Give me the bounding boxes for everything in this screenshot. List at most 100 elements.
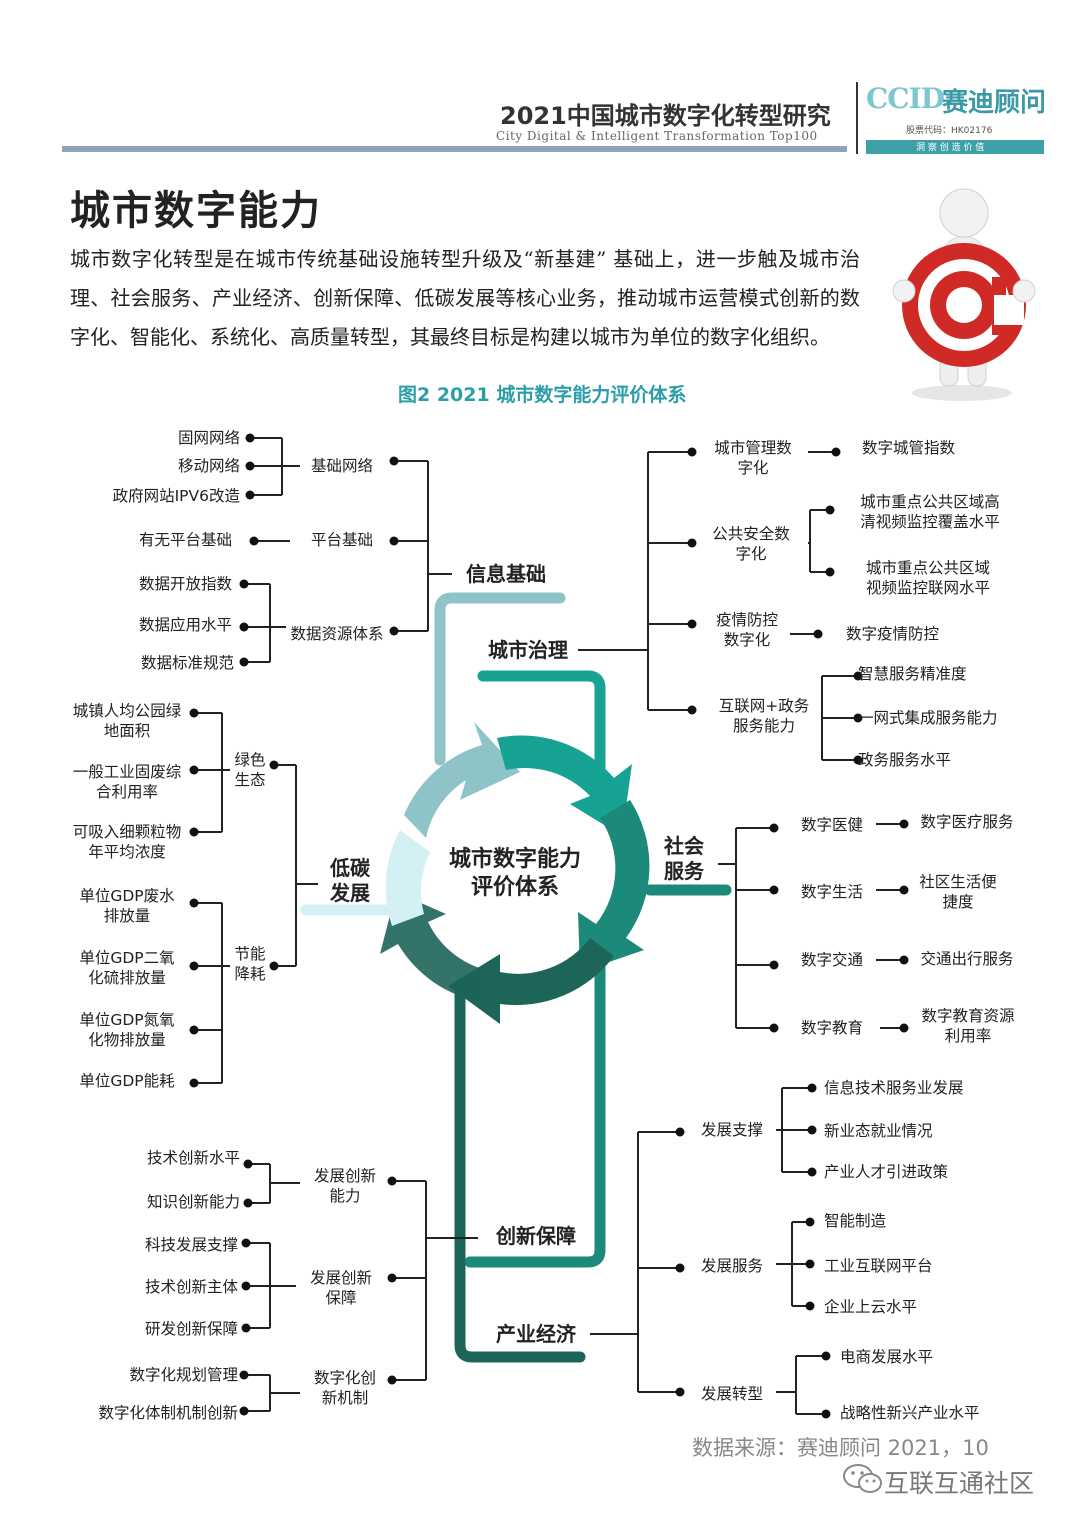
innov-ribbon <box>464 954 606 1268</box>
ccid-logo-name: 赛迪顾问 <box>942 88 1047 118</box>
node-dot <box>189 1025 199 1035</box>
node-dot <box>853 713 863 723</box>
info-item: 数据应用水平 <box>138 616 232 634</box>
dimension-social: 社会 服务 <box>664 834 704 883</box>
node-dot <box>239 579 249 589</box>
node-dot <box>675 1263 685 1273</box>
node-dot <box>189 961 199 971</box>
node-dot <box>769 960 779 970</box>
intro-paragraph: 城市数字化转型是在城市传统基础设施转型升级及“新基建” 基础上，进一步触及城市治… <box>70 247 860 349</box>
gov-item: 城市重点公共区域高 清视频监控覆盖水平 <box>860 493 1000 531</box>
ccid-logo-mark: CCID <box>866 82 945 115</box>
node-dot <box>387 1273 397 1283</box>
node-dot <box>239 622 249 632</box>
gov-item: 政务服务水平 <box>858 751 952 769</box>
node-dot <box>189 827 199 837</box>
watermark: 互联互通社区 <box>884 1469 1035 1498</box>
node-dot <box>899 955 909 965</box>
node-dot <box>825 567 835 577</box>
innov-item: 数字化规划管理 <box>129 1366 238 1384</box>
node-dot <box>825 505 835 515</box>
node-dot <box>389 536 399 546</box>
dimension-econ: 产业经济 <box>496 1322 576 1346</box>
node-dot <box>387 1375 397 1385</box>
gov-item: 数字城管指数 <box>862 439 956 457</box>
social-group-2: 数字交通 <box>800 951 863 969</box>
low-item: 单位GDP氮氧 化物排放量 <box>79 1011 175 1049</box>
innov-item: 研发创新保障 <box>144 1320 238 1338</box>
node-dot <box>805 1217 815 1227</box>
node-dot <box>675 1387 685 1397</box>
gov-group-2: 疫情防控 数字化 <box>715 611 778 649</box>
node-dot <box>687 538 697 548</box>
dimension-gov: 城市治理 <box>488 638 568 662</box>
node-dot <box>807 1167 817 1177</box>
node-dot <box>189 1078 199 1088</box>
node-dot <box>241 1323 251 1333</box>
ccid-registration: 股票代码：HK02176 <box>906 126 993 136</box>
innov-group-1: 发展创新 保障 <box>309 1269 372 1307</box>
innov-item: 数字化体制机制创新 <box>98 1404 238 1422</box>
info-item: 固网网络 <box>177 429 240 447</box>
node-dot <box>899 1023 909 1033</box>
section-title: 城市数字能力 <box>70 188 322 234</box>
node-dot <box>821 1351 831 1361</box>
node-dot <box>245 490 255 500</box>
gov-ribbon <box>477 670 606 776</box>
econ-item: 战略性新兴产业水平 <box>840 1404 980 1422</box>
node-dot <box>389 626 399 636</box>
econ-item: 工业互联网平台 <box>824 1257 933 1275</box>
ccid-slogan-bar <box>866 140 1044 154</box>
node-dot <box>805 1301 815 1311</box>
node-dot <box>389 456 399 466</box>
node-dot <box>243 1198 253 1208</box>
econ-item: 新业态就业情况 <box>824 1122 933 1140</box>
node-dot <box>813 629 823 639</box>
info-item: 有无平台基础 <box>138 531 232 549</box>
social-item: 数字教育资源 利用率 <box>921 1007 1015 1045</box>
header-bar <box>62 146 847 152</box>
gov-group-0: 城市管理数 字化 <box>714 439 792 477</box>
node-dot <box>239 1406 249 1416</box>
node-dot <box>245 461 255 471</box>
node-dot <box>239 1370 249 1380</box>
report-title: 2021中国城市数字化转型研究 <box>500 102 831 130</box>
figure-at-icon <box>892 188 1036 401</box>
node-dot <box>807 1125 817 1135</box>
node-dot <box>899 885 909 895</box>
ccid-slogan: 洞 察 创 造 价 值 <box>916 143 985 153</box>
econ-ribbon <box>454 984 586 1363</box>
social-group-1: 数字生活 <box>800 883 863 901</box>
node-dot <box>821 1409 831 1419</box>
node-dot <box>269 961 279 971</box>
diagram-center-label: 城市数字能力 评价体系 <box>448 847 581 900</box>
low-item: 单位GDP能耗 <box>79 1072 175 1090</box>
low-item: 城镇人均公园绿 地面积 <box>72 702 182 740</box>
node-dot <box>805 1259 815 1269</box>
econ-group-0: 发展支撑 <box>700 1121 763 1139</box>
dimension-innov: 创新保障 <box>496 1224 576 1248</box>
innov-item: 技术创新水平 <box>146 1149 240 1167</box>
node-dot <box>245 433 255 443</box>
node-dot <box>239 657 249 667</box>
node-dot <box>189 708 199 718</box>
figure-title: 图2 2021 城市数字能力评价体系 <box>398 384 687 406</box>
node-dot <box>769 1023 779 1033</box>
gov-item: 数字疫情防控 <box>846 625 940 643</box>
cycle-arrows <box>380 722 650 1024</box>
econ-item: 产业人才引进政策 <box>824 1163 949 1181</box>
dimension-info: 信息基础 <box>466 562 546 586</box>
data-source: 数据来源：赛迪顾问 2021，10 <box>692 1436 989 1460</box>
low-item: 可吸入细颗粒物 年平均浓度 <box>72 823 182 861</box>
node-dot <box>189 898 199 908</box>
info-group-platform: 平台基础 <box>310 531 373 549</box>
econ-group-1: 发展服务 <box>700 1257 763 1275</box>
innov-item: 科技发展支撑 <box>144 1236 238 1254</box>
node-dot <box>769 823 779 833</box>
node-dot <box>807 1083 817 1093</box>
node-dot <box>241 1238 251 1248</box>
info-group-network: 基础网络 <box>310 457 373 475</box>
dimension-low: 低碳 发展 <box>330 856 370 905</box>
innov-item: 技术创新主体 <box>144 1278 238 1296</box>
